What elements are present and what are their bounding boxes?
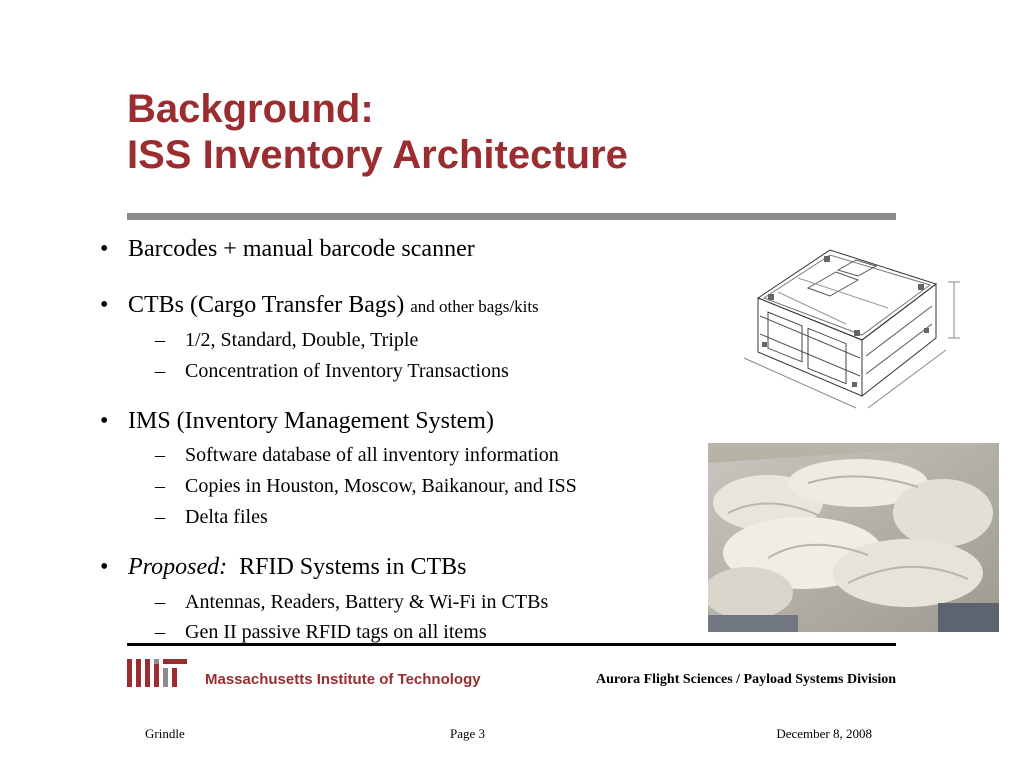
bullet-dot-icon: •	[100, 292, 109, 318]
bullet-main-text: CTBs (Cargo Transfer Bags)	[128, 292, 405, 318]
title-divider	[127, 213, 896, 220]
cargo-transfer-bag-drawing-icon	[738, 246, 978, 418]
bullet-text: Barcodes + manual barcode scanner	[128, 236, 475, 262]
dash-icon: –	[155, 475, 165, 497]
cargo-bags-photo-icon	[708, 443, 999, 632]
sub-bullet-text: Antennas, Readers, Battery & Wi-Fi in CT…	[185, 591, 549, 613]
bullet-dot-icon: •	[100, 236, 109, 262]
dash-icon: –	[155, 329, 165, 351]
slide-title-line-1: Background:	[127, 87, 374, 131]
partner-name: Aurora Flight Sciences / Payload Systems…	[596, 672, 896, 687]
bullet-italic-text: Proposed:	[128, 554, 228, 580]
footer-divider	[127, 643, 896, 646]
mit-name: Massachusetts Institute of Technology	[205, 671, 481, 688]
sub-bullet-text: Concentration of Inventory Transactions	[185, 360, 509, 382]
bullet-main-text: RFID Systems in CTBs	[227, 554, 467, 580]
mit-logo-icon	[127, 659, 187, 687]
bullet-dot-icon: •	[100, 554, 109, 580]
dash-icon: –	[155, 444, 165, 466]
bullet-dot-icon: •	[100, 408, 109, 434]
dash-icon: –	[155, 591, 165, 613]
bullet-small-text: and other bags/kits	[410, 297, 539, 316]
sub-bullet-text: Gen II passive RFID tags on all items	[185, 621, 487, 643]
slide-title-line-2: ISS Inventory Architecture	[127, 133, 628, 177]
dash-icon: –	[155, 621, 165, 643]
sub-bullet-text: Delta files	[185, 506, 268, 528]
footer-date: December 8, 2008	[776, 726, 872, 741]
sub-bullet-text: Software database of all inventory infor…	[185, 444, 559, 466]
bullet-text: Proposed: RFID Systems in CTBs	[128, 552, 466, 582]
footer-page-number: Page 3	[450, 726, 486, 741]
slide-title: Background: ISS Inventory Architecture	[127, 86, 628, 178]
dash-icon: –	[155, 360, 165, 382]
sub-bullet-text: 1/2, Standard, Double, Triple	[185, 329, 419, 351]
footer-author: Grindle	[145, 726, 185, 741]
bullet-text: IMS (Inventory Management System)	[128, 408, 494, 434]
dash-icon: –	[155, 506, 165, 528]
bullet-text: CTBs (Cargo Transfer Bags) and other bag…	[128, 290, 539, 322]
sub-bullet-text: Copies in Houston, Moscow, Baikanour, an…	[185, 475, 577, 497]
